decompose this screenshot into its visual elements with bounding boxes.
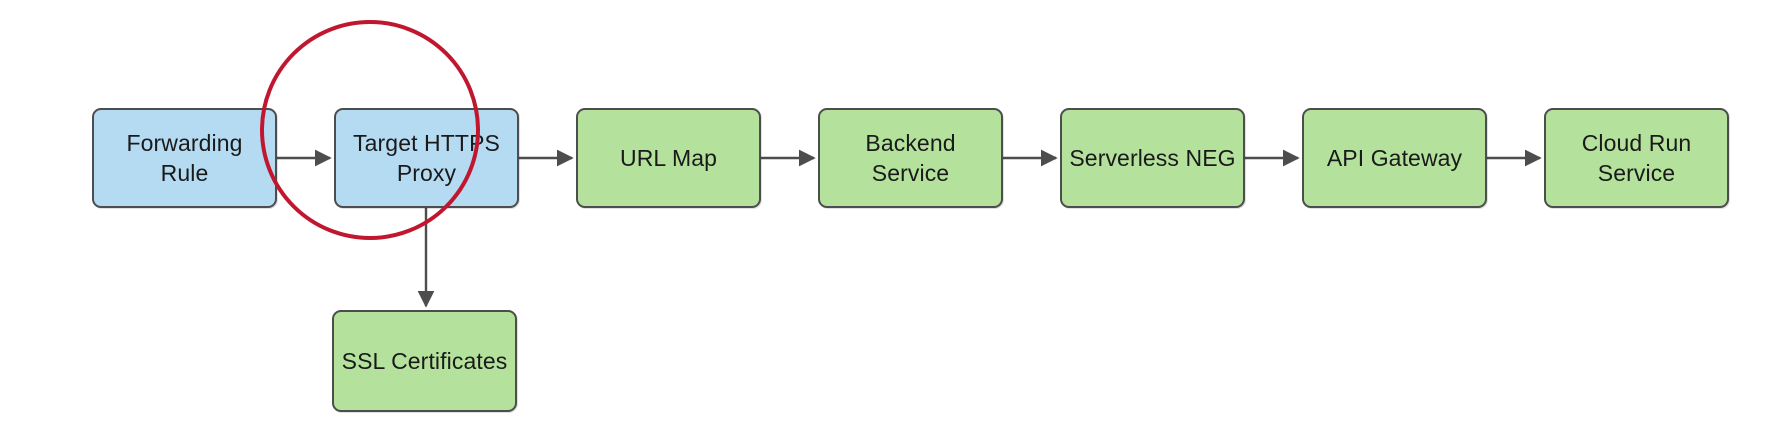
node-forwarding-rule[interactable]: Forwarding Rule [92, 108, 277, 208]
node-label-cloud-run-service: Cloud Run Service [1581, 130, 1692, 186]
node-label-backend-service: Backend Service [865, 130, 956, 186]
highlight-circle-annotation [260, 20, 480, 240]
node-backend-service[interactable]: Backend Service [818, 108, 1003, 208]
node-label-serverless-neg: Serverless NEG [1069, 145, 1236, 171]
node-url-map[interactable]: URL Map [576, 108, 761, 208]
node-ssl-certificates[interactable]: SSL Certificates [332, 310, 517, 412]
node-api-gateway[interactable]: API Gateway [1302, 108, 1487, 208]
node-serverless-neg[interactable]: Serverless NEG [1060, 108, 1245, 208]
node-label-ssl-certificates: SSL Certificates [341, 348, 508, 374]
node-label-api-gateway: API Gateway [1326, 145, 1463, 171]
node-cloud-run-service[interactable]: Cloud Run Service [1544, 108, 1729, 208]
node-label-url-map: URL Map [620, 145, 717, 171]
node-label-forwarding-rule: Forwarding Rule [126, 130, 243, 186]
